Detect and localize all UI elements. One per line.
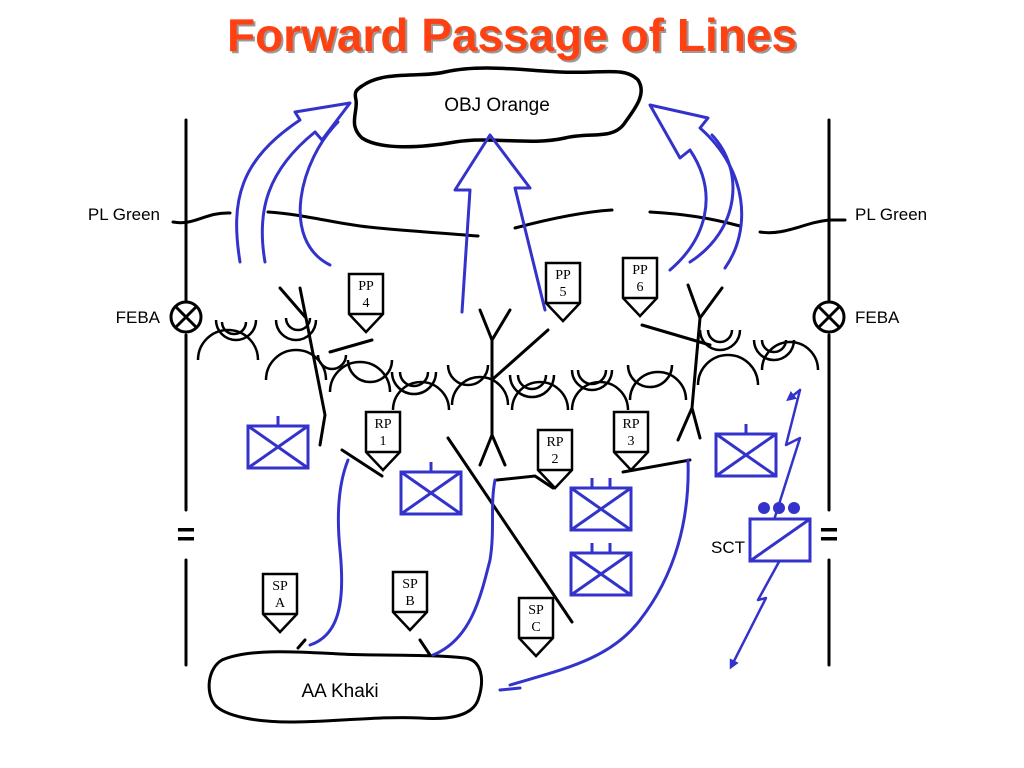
- slide-title: Forward Passage of Lines: [226, 9, 798, 61]
- phase-line-left-label: PL Green: [88, 205, 160, 224]
- feba-left-marker: [169, 300, 203, 334]
- obstacle-belt: [196, 317, 820, 411]
- unit-center-upper: [569, 478, 633, 532]
- point-label-spa-line1: SP: [272, 579, 288, 594]
- point-marker-spb: SP B: [391, 570, 429, 632]
- point-marker-spa: SP A: [261, 572, 299, 634]
- point-label-spc-line1: SP: [528, 603, 544, 618]
- point-label-spa-line2: A: [275, 596, 286, 611]
- sct-unit: [748, 502, 812, 563]
- phase-line-green: [171, 208, 847, 238]
- assembly-area-label: AA Khaki: [301, 681, 378, 702]
- unit-center-left: [399, 462, 463, 516]
- point-label-rp3-line2: 3: [628, 434, 635, 449]
- start-routes: [308, 458, 690, 692]
- point-label-pp6-line1: PP: [632, 263, 648, 278]
- unit-center-lower: [569, 543, 633, 597]
- point-marker-rp3: RP 3: [612, 410, 650, 472]
- point-marker-pp5: PP 5: [544, 261, 582, 323]
- left-boundary-symbol: =: [177, 516, 196, 552]
- point-marker-rp1: RP 1: [364, 410, 402, 472]
- point-label-rp1-line2: 1: [380, 434, 387, 449]
- point-label-pp4-line1: PP: [358, 279, 374, 294]
- point-label-pp5-line2: 5: [560, 285, 567, 300]
- feba-left-label: FEBA: [116, 308, 161, 327]
- unit-right: [714, 424, 778, 478]
- route-arrows: [235, 101, 744, 314]
- point-markers: PP 4 PP 5 PP 6RP 1 RP 2 RP 3SP A SP B SP C: [261, 256, 659, 658]
- passage-lanes: [278, 283, 724, 657]
- point-label-rp1-line1: RP: [374, 417, 391, 432]
- point-marker-spc: SP C: [517, 596, 555, 658]
- sct-label: SCT: [711, 538, 745, 557]
- point-label-rp3-line1: RP: [622, 417, 639, 432]
- point-label-rp2-line2: 2: [552, 452, 559, 467]
- phase-line-right-label: PL Green: [855, 205, 927, 224]
- feba-right-label: FEBA: [855, 308, 900, 327]
- point-label-spb-line2: B: [405, 594, 414, 609]
- point-label-pp4-line2: 4: [363, 296, 370, 311]
- assembly-area: [207, 650, 483, 724]
- point-label-spb-line1: SP: [402, 577, 418, 592]
- objective-label: OBJ Orange: [444, 95, 550, 116]
- point-marker-pp4: PP 4: [347, 272, 385, 334]
- objective-area: [352, 66, 643, 149]
- point-label-spc-line2: C: [531, 620, 540, 635]
- sct-route-head: [786, 388, 802, 402]
- point-label-pp6-line2: 6: [637, 280, 644, 295]
- unit-left: [246, 416, 310, 470]
- point-marker-pp6: PP 6: [621, 256, 659, 318]
- right-boundary-symbol: =: [820, 516, 839, 552]
- point-marker-rp2: RP 2: [536, 428, 574, 490]
- point-label-rp2-line1: RP: [546, 435, 563, 450]
- feba-right-marker: [812, 300, 846, 334]
- point-label-pp5-line1: PP: [555, 268, 571, 283]
